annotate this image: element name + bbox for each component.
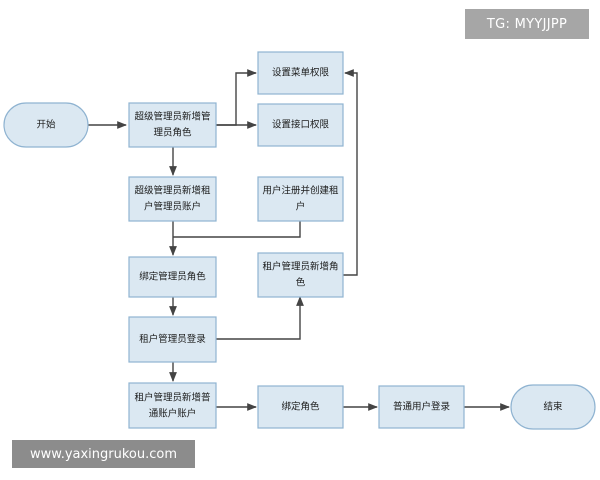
node-user-register: 用户注册并创建租 户 [257, 176, 344, 222]
node-tenant-add-role-line1: 租户管理员新增角 [262, 261, 338, 273]
node-tenant-login-label: 租户管理员登录 [139, 333, 206, 345]
node-super-add-role-line1: 超级管理员新增管 [134, 111, 210, 123]
node-super-add-role: 超级管理员新增管 理员角色 [128, 102, 217, 148]
node-api-perm-label: 设置接口权限 [272, 119, 330, 131]
edge-user-register-to-bind [173, 221, 301, 238]
node-menu-perm-label: 设置菜单权限 [272, 67, 330, 79]
node-super-add-tenant-line1: 超级管理员新增租 [134, 185, 211, 197]
edge-tenant-login-to-add-role [216, 296, 304, 340]
node-start: 开始 [3, 102, 89, 148]
node-tenant-add-role: 租户管理员新增角 色 [257, 252, 344, 298]
node-start-label: 开始 [36, 119, 56, 131]
node-end: 结束 [510, 384, 596, 430]
node-user-login: 普通用户登录 [378, 385, 465, 429]
node-end-label: 结束 [543, 401, 563, 413]
edges [88, 69, 510, 411]
node-tenant-add-user-line1: 租户管理员新增普 [134, 392, 211, 404]
node-user-register-line2: 户 [296, 201, 306, 213]
node-tenant-add-user: 租户管理员新增普 通账户账户 [128, 382, 217, 429]
node-bind-admin-role: 绑定管理员角色 [128, 256, 217, 298]
node-super-add-tenant: 超级管理员新增租 户管理员账户 [128, 176, 217, 222]
edge-add-role-to-perms [343, 69, 358, 276]
node-user-register-line1: 用户注册并创建租 [262, 185, 339, 197]
edge-role-to-menu-perm [216, 69, 257, 126]
node-bind-role-label: 绑定角色 [281, 401, 320, 413]
node-tenant-login: 租户管理员登录 [128, 316, 217, 363]
watermark-tg: TG: MYYJJPP [465, 9, 589, 39]
node-bind-admin-role-label: 绑定管理员角色 [139, 271, 206, 283]
node-tenant-add-user-line2: 通账户账户 [149, 408, 197, 420]
node-user-login-label: 普通用户登录 [393, 401, 451, 413]
node-tenant-add-role-line2: 色 [296, 277, 306, 289]
node-super-add-tenant-line2: 户管理员账户 [144, 201, 201, 213]
node-super-add-role-line2: 理员角色 [153, 127, 192, 139]
node-bind-role: 绑定角色 [257, 385, 344, 429]
watermark-url: www.yaxingrukou.com [12, 440, 195, 468]
node-menu-perm: 设置菜单权限 [257, 51, 344, 95]
node-api-perm: 设置接口权限 [257, 103, 344, 147]
